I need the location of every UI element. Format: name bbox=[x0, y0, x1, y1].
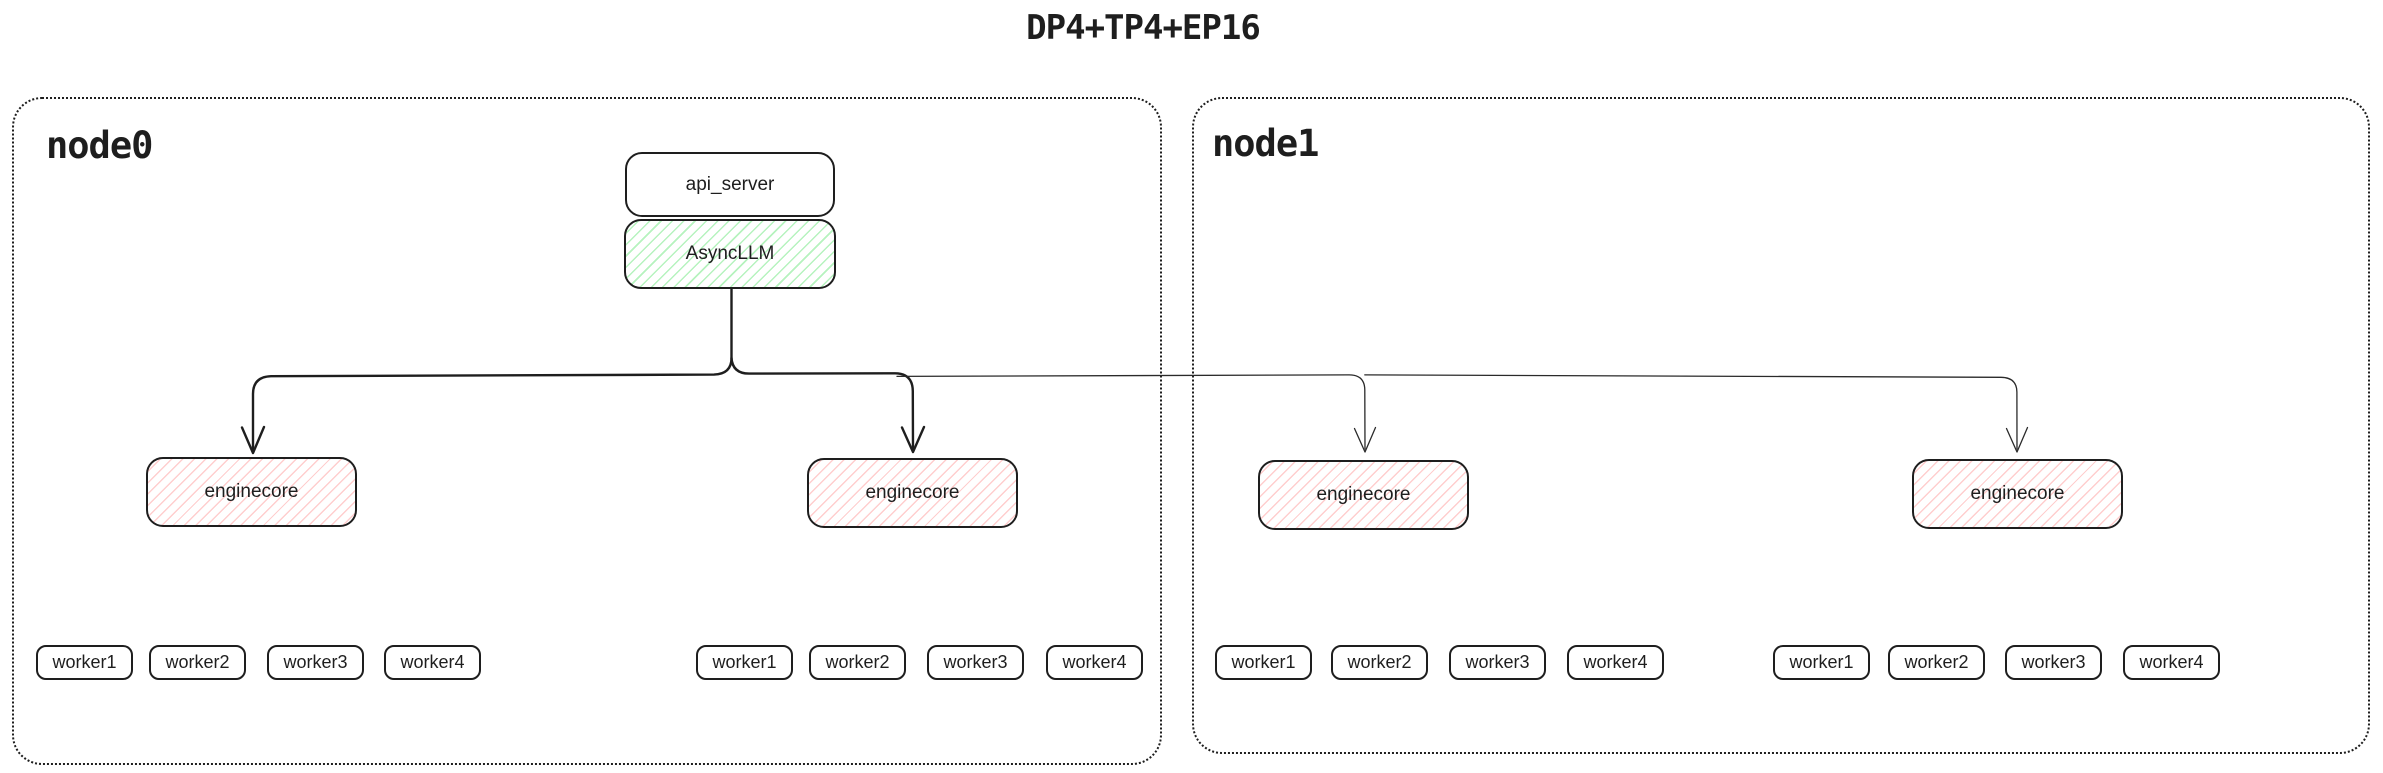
worker-label: worker1 bbox=[52, 652, 117, 672]
worker-label: worker2 bbox=[1904, 652, 1969, 672]
worker-label: worker4 bbox=[400, 652, 465, 672]
worker-label: worker3 bbox=[2021, 652, 2086, 672]
enginecore4-box: enginecore bbox=[1912, 459, 2123, 529]
enginecore1-box: enginecore bbox=[146, 457, 357, 527]
enginecore3-box: enginecore bbox=[1258, 460, 1469, 530]
worker-box: worker2 bbox=[809, 645, 906, 680]
worker-box: worker1 bbox=[1773, 645, 1870, 680]
node1-label: node1 bbox=[1212, 122, 1319, 165]
worker-box: worker3 bbox=[2005, 645, 2102, 680]
asyncllm-label: AsyncLLM bbox=[685, 243, 775, 264]
api-server-label: api_server bbox=[685, 173, 775, 195]
worker-label: worker2 bbox=[1347, 652, 1412, 672]
worker-box: worker3 bbox=[267, 645, 364, 680]
enginecore3-label: enginecore bbox=[1316, 484, 1411, 505]
worker-label: worker3 bbox=[1465, 652, 1530, 672]
api-server-box: api_server bbox=[625, 152, 835, 217]
worker-label: worker2 bbox=[165, 652, 230, 672]
node0-label: node0 bbox=[46, 124, 153, 167]
worker-label: worker3 bbox=[943, 652, 1008, 672]
enginecore4-label: enginecore bbox=[1970, 483, 2065, 504]
enginecore2-box: enginecore bbox=[807, 458, 1018, 528]
worker-label: worker1 bbox=[1231, 652, 1296, 672]
worker-box: worker1 bbox=[696, 645, 793, 680]
enginecore2-label: enginecore bbox=[865, 482, 960, 503]
worker-box: worker2 bbox=[1331, 645, 1428, 680]
worker-box: worker4 bbox=[1046, 645, 1143, 680]
worker-label: worker1 bbox=[712, 652, 777, 672]
worker-label: worker4 bbox=[1062, 652, 1127, 672]
worker-label: worker3 bbox=[283, 652, 348, 672]
diagram-title: DP4+TP4+EP16 bbox=[1026, 8, 1261, 48]
worker-box: worker3 bbox=[927, 645, 1024, 680]
worker-label: worker4 bbox=[1583, 652, 1648, 672]
worker-label: worker2 bbox=[825, 652, 890, 672]
worker-box: worker1 bbox=[1215, 645, 1312, 680]
worker-label: worker1 bbox=[1789, 652, 1854, 672]
worker-box: worker4 bbox=[1567, 645, 1664, 680]
worker-box: worker2 bbox=[1888, 645, 1985, 680]
enginecore1-label: enginecore bbox=[204, 481, 299, 502]
asyncllm-box: AsyncLLM bbox=[624, 219, 836, 289]
worker-box: worker1 bbox=[36, 645, 133, 680]
worker-label: worker4 bbox=[2139, 652, 2204, 672]
worker-box: worker4 bbox=[384, 645, 481, 680]
worker-box: worker2 bbox=[149, 645, 246, 680]
worker-box: worker3 bbox=[1449, 645, 1546, 680]
worker-box: worker4 bbox=[2123, 645, 2220, 680]
